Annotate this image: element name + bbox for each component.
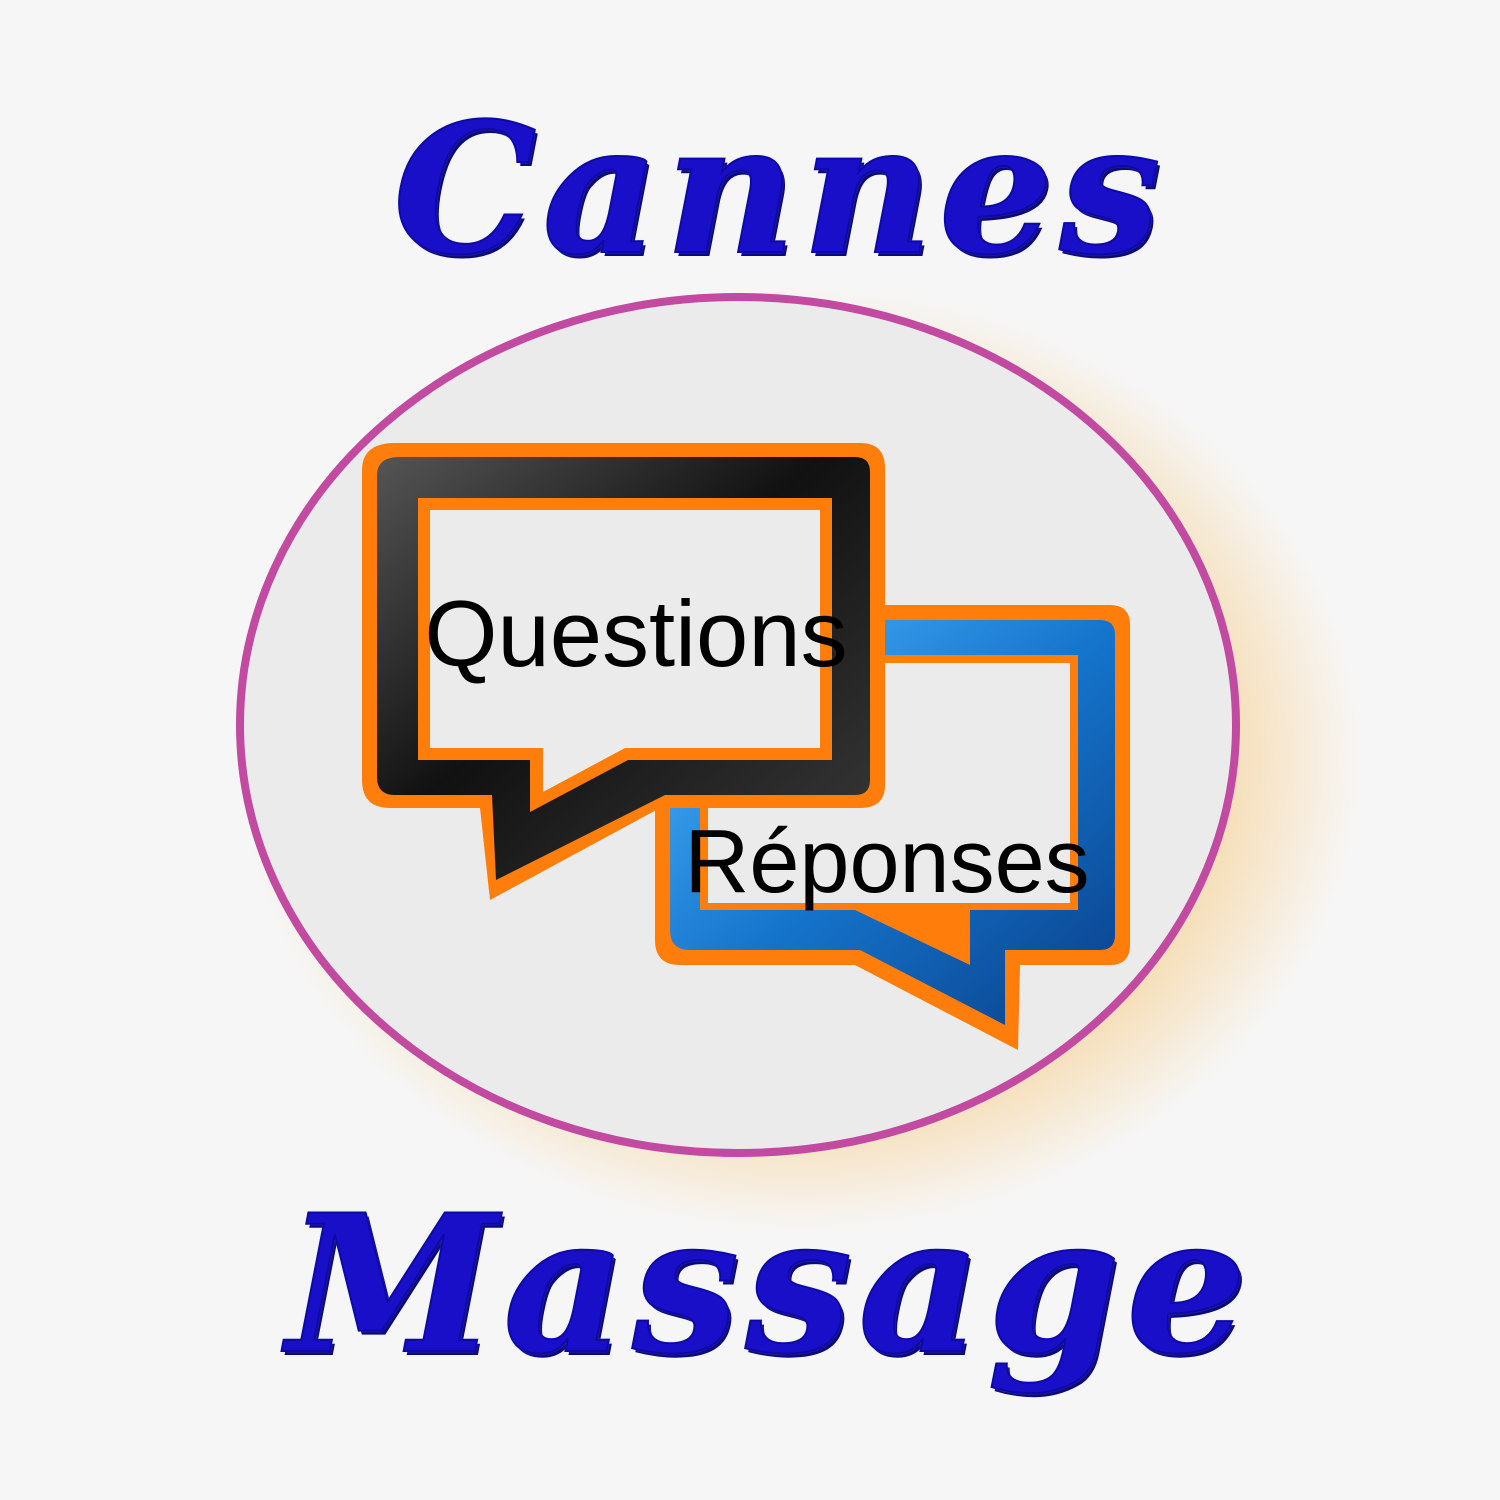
brand-title-top: Cannes — [392, 84, 1167, 295]
bubble-left-label: Questions — [424, 581, 847, 686]
bubble-right-label: Réponses — [684, 812, 1089, 912]
speech-bubble-icon — [362, 443, 885, 900]
brand-title-bottom: Massage — [286, 1173, 1254, 1396]
